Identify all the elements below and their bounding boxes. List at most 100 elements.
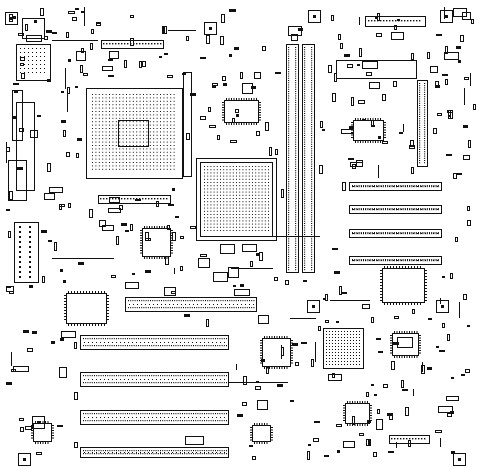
smd-component (387, 413, 393, 416)
trace-segment (174, 268, 175, 274)
smd-component (135, 199, 141, 201)
cpu-socket (86, 72, 192, 179)
smd-component (343, 441, 355, 448)
smd-component (447, 413, 452, 417)
smd-component (394, 25, 397, 30)
super-io-chip (64, 291, 109, 326)
smd-component (12, 16, 16, 19)
smd-component (9, 291, 14, 294)
smd-component (411, 167, 414, 174)
smd-component (368, 439, 371, 446)
mounting-hole (5, 12, 18, 25)
smd-component (125, 282, 139, 289)
smd-component (130, 224, 133, 231)
smd-component (430, 66, 438, 73)
smd-component (156, 201, 159, 207)
smd-component (20, 427, 24, 432)
smd-component (391, 361, 395, 370)
smd-component (96, 22, 101, 24)
smd-component (367, 420, 371, 423)
smd-component (463, 125, 468, 128)
smd-component (447, 334, 450, 341)
smd-component (391, 32, 404, 40)
smd-component (290, 400, 294, 402)
trace-segment (65, 68, 66, 89)
smd-component (233, 285, 236, 287)
smd-component (48, 240, 52, 242)
smd-component (366, 392, 369, 397)
smd-component (460, 35, 464, 42)
smd-component (60, 338, 64, 341)
smd-component (397, 19, 400, 21)
smd-component (445, 46, 448, 54)
trace-segment (11, 352, 12, 366)
trace-segment (359, 17, 360, 25)
smd-component (427, 367, 432, 370)
smd-component (159, 56, 162, 58)
smd-component (371, 120, 374, 126)
smd-component (357, 64, 360, 66)
smd-component (376, 419, 383, 430)
smd-component (399, 132, 403, 134)
trace-segment (459, 302, 460, 318)
trace-segment (290, 318, 316, 319)
smd-component (444, 52, 459, 60)
smd-component (467, 206, 470, 211)
smd-component (382, 94, 386, 101)
smd-component (51, 341, 55, 344)
smd-component (351, 97, 354, 106)
smd-component (250, 261, 253, 267)
smd-component (410, 140, 414, 147)
bios-chip (31, 421, 54, 444)
smd-component (223, 83, 227, 86)
smd-component (269, 147, 272, 156)
trace-segment (470, 73, 471, 86)
smd-component (467, 220, 471, 226)
smd-component (108, 208, 121, 213)
smd-component (378, 136, 381, 139)
smd-component (221, 14, 225, 23)
smd-component (20, 57, 25, 61)
smd-component (172, 188, 175, 191)
mounting-hole (18, 453, 31, 466)
smd-component (162, 26, 165, 34)
smd-component (332, 248, 338, 250)
smd-component (6, 209, 10, 211)
smd-component (328, 65, 332, 73)
pci-slot (80, 410, 229, 425)
smd-component (313, 438, 319, 442)
smd-component (455, 237, 458, 242)
smd-component (376, 33, 382, 37)
smd-component (42, 276, 45, 283)
smd-component (90, 43, 93, 50)
trace-segment (315, 342, 316, 362)
smd-component (456, 173, 462, 175)
smd-component (167, 225, 170, 230)
smd-component (362, 61, 378, 69)
pci-slot (80, 447, 229, 458)
smd-component (334, 73, 337, 82)
smd-component (291, 34, 298, 41)
smd-component (236, 114, 239, 117)
smd-component (109, 51, 119, 59)
smd-component (308, 444, 311, 446)
smd-component (411, 53, 414, 60)
smd-component (332, 93, 336, 102)
smd-component (436, 34, 442, 36)
smd-component (212, 85, 216, 88)
trace-segment (422, 362, 423, 372)
smd-component (235, 109, 239, 113)
smd-component (332, 373, 335, 378)
smd-component (468, 140, 471, 148)
smd-component (275, 149, 278, 155)
smd-component (339, 286, 342, 295)
smd-component (19, 128, 24, 132)
smd-component (462, 12, 471, 20)
smd-component (52, 32, 57, 34)
atx-power-connector (14, 222, 39, 283)
smd-component (74, 442, 78, 448)
dimm-slot (286, 44, 299, 273)
bios-chip (250, 423, 273, 444)
smd-component (463, 294, 467, 300)
smd-component (389, 415, 393, 420)
